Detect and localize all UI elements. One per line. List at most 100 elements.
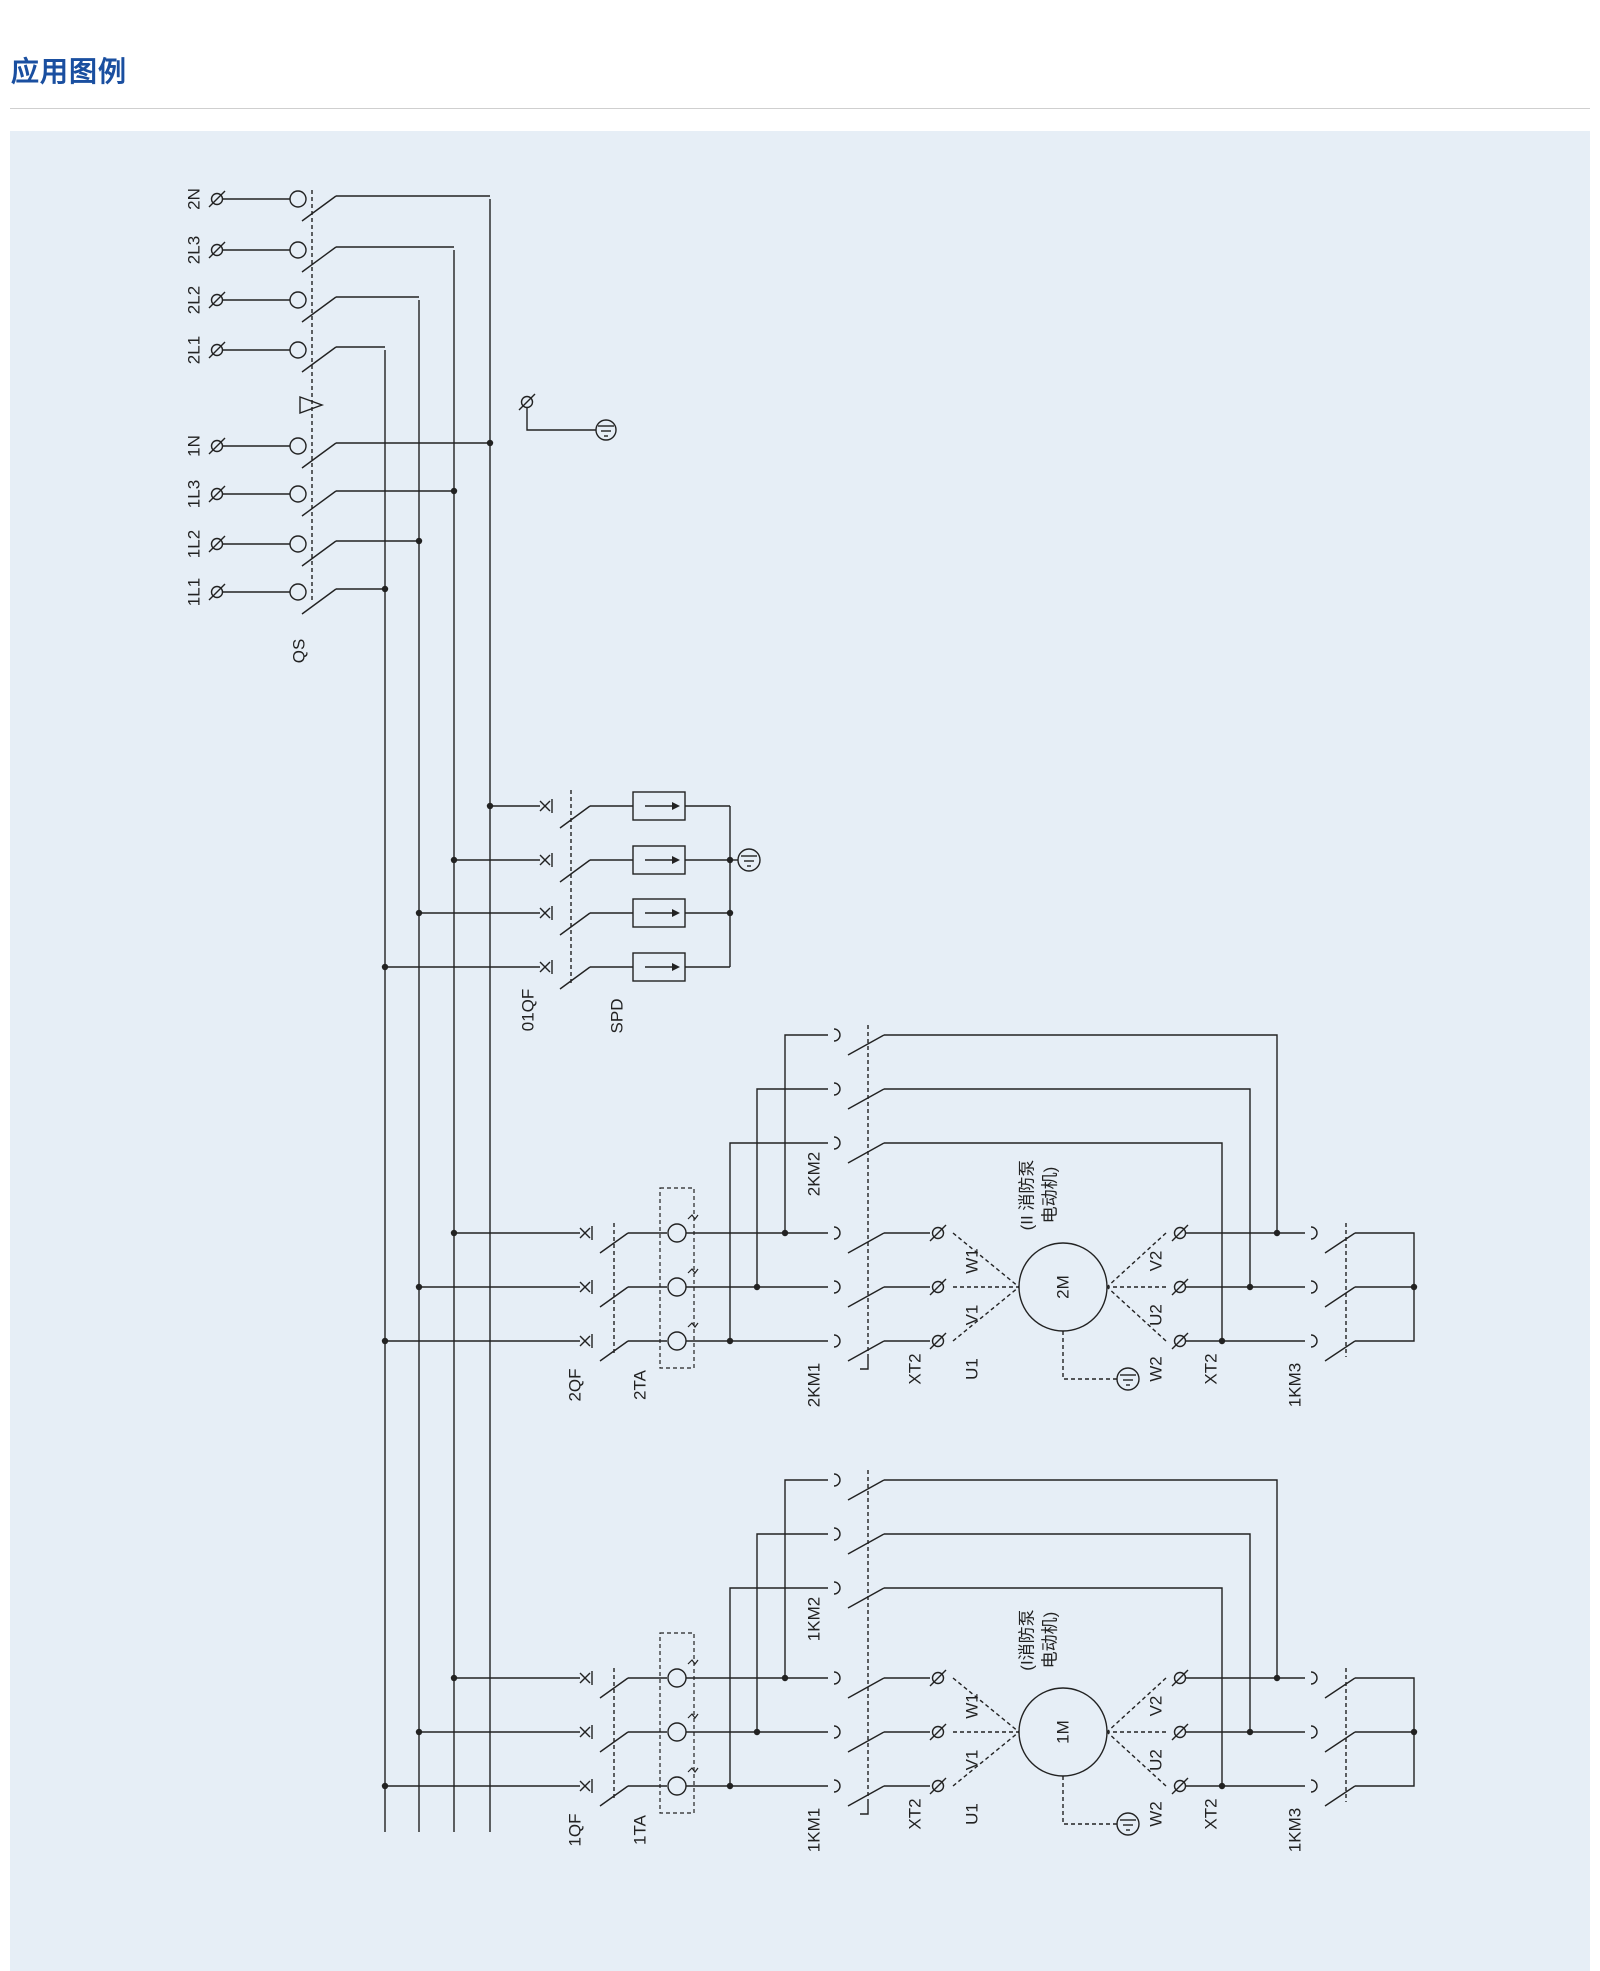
contact-arc — [833, 1671, 841, 1685]
km3-label: 1KM3 — [1286, 1363, 1305, 1407]
qs-label: QS — [290, 639, 309, 664]
title-divider — [10, 108, 1590, 109]
spd-arrowhead — [672, 856, 680, 864]
km1-blade — [847, 1286, 885, 1308]
motor-earth — [1062, 1331, 1118, 1380]
km2-return — [884, 1533, 1251, 1732]
switch-blade — [301, 346, 337, 373]
motor-desc-line: (I消防泵 — [1018, 1609, 1037, 1670]
terminal-slash — [929, 1669, 947, 1687]
xt-label: XT2 — [906, 1798, 925, 1829]
switch-blade — [301, 588, 337, 615]
ct-label: 1TA — [631, 1814, 650, 1845]
km2-label: 1KM2 — [805, 1597, 824, 1641]
terminal-label: 2L2 — [185, 286, 204, 314]
ct-label: 2TA — [631, 1369, 650, 1400]
terminal-label: V2 — [1147, 1251, 1166, 1272]
spd-breaker-blade — [559, 966, 591, 990]
breaker-mark — [579, 1281, 591, 1293]
junction-dot — [415, 537, 423, 545]
terminal-label: U1 — [963, 1803, 982, 1825]
ct-mark — [687, 1214, 699, 1220]
ct-coil — [667, 1277, 687, 1297]
contact-arc — [1310, 1779, 1318, 1793]
switch-contact — [289, 583, 307, 601]
terminal-symbol — [931, 1334, 945, 1348]
earth-symbol — [595, 419, 617, 441]
terminal-label: 2N — [185, 188, 204, 210]
terminal-label: W2 — [1147, 1356, 1166, 1382]
breaker-label: 1QF — [566, 1813, 585, 1846]
km2-return — [884, 1088, 1251, 1287]
switch-contact — [289, 241, 307, 259]
km3-blade — [1324, 1785, 1356, 1807]
km2-return — [884, 1479, 1278, 1678]
terminal-symbol — [931, 1725, 945, 1739]
contact-arc — [833, 1136, 841, 1150]
km1-blade — [847, 1731, 885, 1753]
ct-coil — [667, 1331, 687, 1351]
contact-arc — [833, 1473, 841, 1487]
breaker-mark — [579, 1780, 591, 1792]
terminal-slash — [929, 1332, 947, 1350]
spd-breaker-blade — [559, 805, 591, 829]
terminal-slash — [208, 535, 226, 553]
breaker-mark — [539, 961, 551, 973]
spd-label: SPD — [608, 999, 627, 1034]
terminal-symbol — [1173, 1226, 1187, 1240]
terminal-label: 1N — [185, 435, 204, 457]
switch-contact — [289, 437, 307, 455]
motor-desc-line: 电动机) — [1041, 1612, 1060, 1669]
terminal-label: U1 — [963, 1358, 982, 1380]
motor-lead — [952, 1731, 1020, 1787]
motor-earth — [1062, 1776, 1118, 1825]
spd-breaker-blade — [559, 859, 591, 883]
breaker-mark — [579, 1672, 591, 1684]
breaker-mark — [579, 1335, 591, 1347]
km3-blade — [1324, 1731, 1356, 1753]
terminal-label: 2L3 — [185, 236, 204, 264]
motor-lead — [1106, 1286, 1167, 1342]
spd-breaker-label: 01QF — [519, 989, 538, 1032]
switch-blade — [301, 540, 337, 567]
junction-dot — [486, 439, 494, 447]
breaker-mark — [579, 1227, 591, 1239]
breaker-mark — [539, 854, 551, 866]
terminal-slash — [208, 291, 226, 309]
spd-arrowhead — [672, 909, 680, 917]
xt-label: XT2 — [1202, 1798, 1221, 1829]
switch-contact — [289, 485, 307, 503]
terminal-slash — [208, 190, 226, 208]
terminal-label: 1L1 — [185, 578, 204, 606]
km2-blade — [847, 1533, 885, 1555]
terminal-symbol — [1173, 1725, 1187, 1739]
terminal-label: U2 — [1147, 1304, 1166, 1326]
km3-blade — [1324, 1340, 1356, 1362]
km3-blade — [1324, 1677, 1356, 1699]
km2-return — [884, 1034, 1278, 1233]
terminal-label: W1 — [963, 1693, 982, 1719]
ct-coil — [667, 1223, 687, 1243]
earth-symbol — [1116, 1367, 1140, 1391]
terminal-label: W2 — [1147, 1801, 1166, 1827]
motor-desc-line: (II 消防泵 — [1018, 1160, 1037, 1231]
contact-arc — [833, 1028, 841, 1042]
km2-blade — [847, 1142, 885, 1164]
contact-arc — [833, 1226, 841, 1240]
km2-blade — [847, 1034, 885, 1056]
interlock-mark — [860, 1802, 869, 1815]
junction-dot — [381, 585, 389, 593]
km1-label: 2KM1 — [805, 1363, 824, 1407]
motor-lead — [952, 1232, 1020, 1288]
junction-dot — [1410, 1283, 1418, 1291]
breaker-blade — [599, 1677, 629, 1699]
terminal-symbol — [931, 1280, 945, 1294]
spd-breaker-blade — [559, 912, 591, 936]
switch-blade — [301, 246, 337, 273]
terminal-slash — [518, 393, 536, 411]
km2-label: 2KM2 — [805, 1152, 824, 1196]
contact-arc — [833, 1527, 841, 1541]
breaker-mark — [579, 1726, 591, 1738]
contact-arc — [1310, 1725, 1318, 1739]
terminal-slash — [208, 341, 226, 359]
